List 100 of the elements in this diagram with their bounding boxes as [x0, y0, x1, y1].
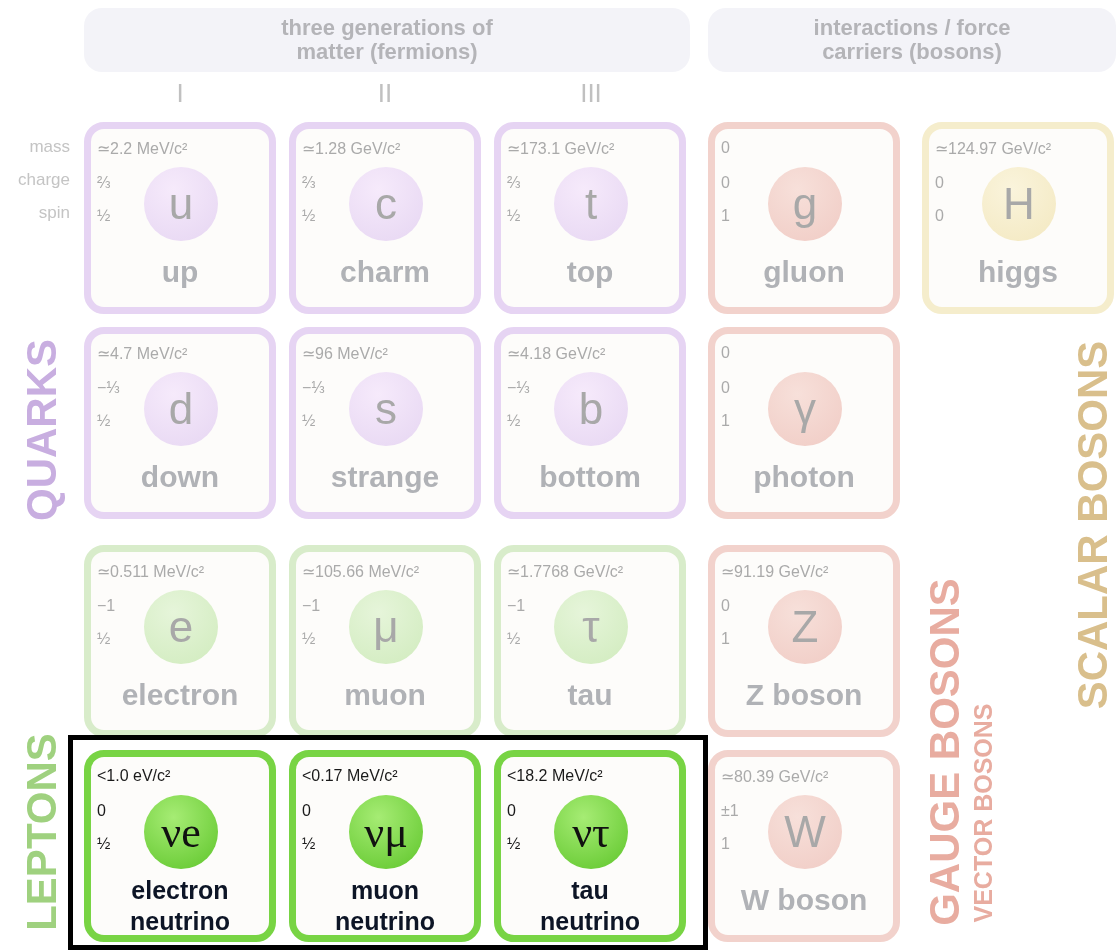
- mass-value: <18.2 MeV/c²: [507, 767, 603, 785]
- row-label: spin: [38, 203, 70, 223]
- spin-value: ½: [507, 630, 521, 648]
- charge-value: −⅓: [507, 379, 530, 397]
- particle-card: [289, 750, 481, 942]
- mass-value: ≃124.97 GeV/c²: [935, 139, 1052, 158]
- charge-value: −1: [507, 597, 526, 615]
- particle-name: tau: [566, 678, 614, 712]
- particle-card: [84, 545, 276, 737]
- particle-name: muon neutrino: [334, 875, 436, 937]
- particle-name: W boson: [739, 883, 869, 917]
- group-label: LEPTONS: [18, 733, 66, 931]
- group-label: VECTOR BOSONS: [968, 703, 998, 923]
- particle-symbol: γ: [768, 372, 842, 446]
- particle-name: higgs: [977, 255, 1059, 289]
- particle-symbol: W: [768, 795, 842, 869]
- particle-name: photon: [752, 460, 856, 494]
- row-label: mass: [29, 137, 70, 157]
- mass-value: 0: [721, 344, 730, 362]
- spin-value: ½: [97, 207, 111, 225]
- particle-card: [289, 545, 481, 737]
- particle-card: [84, 750, 276, 942]
- mass-value: ≃1.7768 GeV/c²: [507, 562, 624, 581]
- particle-symbol: c: [349, 167, 423, 241]
- charge-value: ±1: [721, 802, 739, 820]
- particle-symbol: τ: [554, 590, 628, 664]
- spin-value: 1: [721, 207, 730, 225]
- group-label: GAUGE BOSONS: [921, 578, 969, 926]
- mass-value: ≃91.19 GeV/c²: [721, 562, 829, 581]
- particle-symbol: b: [554, 372, 628, 446]
- particle-name: muon: [343, 678, 427, 712]
- particle-name: top: [565, 255, 615, 289]
- particle-symbol: νe: [144, 795, 218, 869]
- mass-value: ≃173.1 GeV/c²: [507, 139, 615, 158]
- spin-value: ½: [302, 835, 316, 853]
- particle-symbol: μ: [349, 590, 423, 664]
- particle-symbol: u: [144, 167, 218, 241]
- charge-value: 0: [507, 802, 516, 820]
- particle-symbol: s: [349, 372, 423, 446]
- charge-value: ⅔: [507, 174, 521, 192]
- particle-symbol: d: [144, 372, 218, 446]
- row-label: charge: [18, 170, 70, 190]
- particle-card: [289, 122, 481, 314]
- particle-card: [84, 327, 276, 519]
- spin-value: ½: [302, 207, 316, 225]
- mass-value: ≃2.2 MeV/c²: [97, 139, 188, 158]
- spin-value: ½: [97, 412, 111, 430]
- mass-value: ≃4.7 MeV/c²: [97, 344, 188, 363]
- generation-numeral: I: [176, 77, 184, 109]
- spin-value: 1: [721, 835, 730, 853]
- header-text: interactions / force carriers (bosons): [812, 15, 1012, 65]
- charge-value: 0: [721, 174, 730, 192]
- particle-symbol: t: [554, 167, 628, 241]
- particle-card: [494, 122, 686, 314]
- particle-card: [494, 750, 686, 942]
- particle-symbol: ντ: [554, 795, 628, 869]
- generation-numeral: III: [580, 77, 602, 109]
- particle-name: up: [160, 255, 200, 289]
- particle-name: gluon: [762, 255, 846, 289]
- mass-value: ≃4.18 GeV/c²: [507, 344, 606, 363]
- group-label: QUARKS: [18, 339, 66, 521]
- particle-name: down: [139, 460, 221, 494]
- charge-value: 0: [97, 802, 106, 820]
- particle-name: Z boson: [744, 678, 864, 712]
- mass-value: <1.0 eV/c²: [97, 767, 171, 785]
- particle-symbol: e: [144, 590, 218, 664]
- spin-value: ½: [302, 630, 316, 648]
- mass-value: ≃80.39 GeV/c²: [721, 767, 829, 786]
- mass-value: <0.17 MeV/c²: [302, 767, 398, 785]
- particle-card: [289, 327, 481, 519]
- particle-card: [84, 122, 276, 314]
- particle-name: electron: [120, 678, 240, 712]
- particle-name: bottom: [538, 460, 642, 494]
- charge-value: 0: [721, 379, 730, 397]
- charge-value: 0: [721, 597, 730, 615]
- particle-symbol: νμ: [349, 795, 423, 869]
- mass-value: ≃105.66 MeV/c²: [302, 562, 420, 581]
- charge-value: −⅓: [302, 379, 325, 397]
- charge-value: −1: [302, 597, 321, 615]
- particle-name: charm: [338, 255, 431, 289]
- spin-value: ½: [507, 835, 521, 853]
- header-text: three generations of matter (fermions): [280, 15, 494, 65]
- charge-value: 0: [935, 174, 944, 192]
- charge-value: 0: [302, 802, 311, 820]
- spin-value: ½: [302, 412, 316, 430]
- particle-card: [494, 327, 686, 519]
- particle-name: electron neutrino: [129, 875, 231, 937]
- particle-symbol: Z: [768, 590, 842, 664]
- charge-value: ⅔: [97, 174, 111, 192]
- particle-card: [922, 122, 1114, 314]
- spin-value: ½: [97, 630, 111, 648]
- particle-card: [708, 327, 900, 519]
- mass-value: ≃1.28 GeV/c²: [302, 139, 401, 158]
- charge-value: −⅓: [97, 379, 120, 397]
- generation-numeral: II: [377, 77, 393, 109]
- highlight-frame: [68, 735, 708, 950]
- mass-value: ≃0.511 MeV/c²: [97, 562, 204, 581]
- charge-value: −1: [97, 597, 116, 615]
- particle-symbol: g: [768, 167, 842, 241]
- particle-name: tau neutrino: [539, 875, 641, 937]
